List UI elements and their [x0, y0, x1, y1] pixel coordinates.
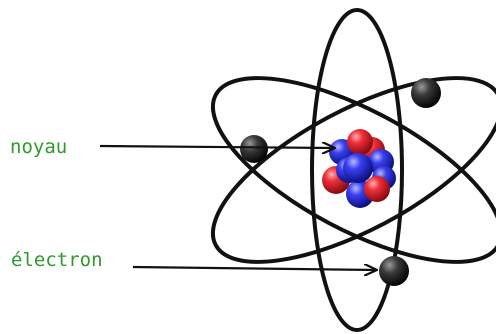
nucleus — [322, 129, 396, 208]
orbit-tilted-right — [210, 76, 496, 264]
electrons — [240, 78, 441, 286]
orbit-vertical — [310, 8, 404, 332]
orbit-tilted-left — [210, 76, 496, 264]
nucleus-arrow — [99, 146, 334, 148]
electron — [379, 256, 409, 286]
electron-arrow — [132, 267, 376, 270]
proton — [347, 129, 373, 155]
orbits — [210, 8, 496, 332]
proton — [364, 176, 390, 202]
electron-label: électron — [11, 249, 103, 271]
electron — [411, 78, 441, 108]
neutron — [343, 153, 373, 183]
nucleus-label: noyau — [10, 136, 68, 158]
electron — [240, 135, 268, 163]
